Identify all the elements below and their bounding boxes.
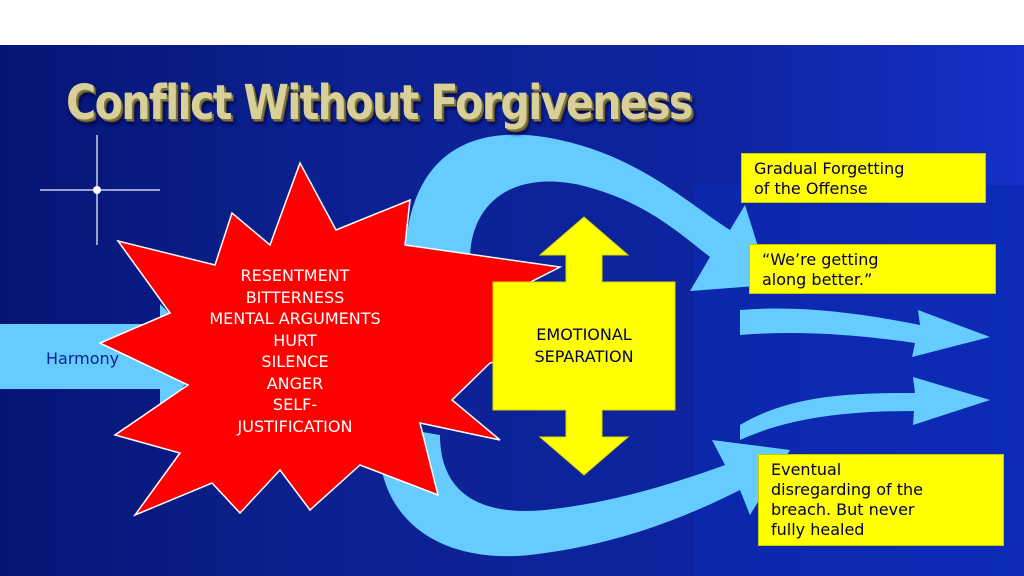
feeling-item: BITTERNESS — [245, 287, 345, 307]
feeling-item: HURT — [273, 330, 317, 350]
feeling-item: SELF- — [272, 395, 318, 414]
feeling-item: ANGER — [266, 373, 324, 393]
outcome-line: breach. But never — [771, 500, 915, 519]
bottom-curved-arrow — [378, 425, 790, 557]
emotional-separation-line: SEPARATION — [534, 347, 634, 366]
outcome-line: disregarding of the — [771, 480, 924, 499]
outcome-line: of the Offense — [754, 179, 868, 198]
slide-title: Conflict Without Forgiveness — [66, 75, 693, 131]
outcome-box-forgetting: Gradual Forgetting of the Offense — [741, 153, 986, 203]
feeling-item: JUSTIFICATION — [237, 416, 353, 436]
sparkle-decoration — [40, 135, 160, 245]
feeling-item: SILENCE — [261, 352, 329, 371]
outcome-line: fully healed — [771, 520, 865, 539]
outcome-line: along better.” — [762, 270, 873, 289]
conflict-feelings-list: RESENTMENT BITTERNESS MENTAL ARGUMENTS H… — [170, 265, 420, 437]
conflict-burst — [98, 161, 563, 517]
slide: Conflict Without Forgiveness Harmony RES… — [0, 45, 1024, 576]
outcome-line: Gradual Forgetting — [754, 159, 905, 178]
outcome-line: “We’re getting — [762, 250, 879, 269]
emotional-separation-shape — [492, 216, 676, 476]
emotional-separation-line: EMOTIONAL — [536, 325, 632, 344]
outcome-box-never-healed: Eventual disregarding of the breach. But… — [758, 454, 1004, 546]
emotional-separation-label: EMOTIONAL SEPARATION — [494, 324, 674, 368]
middle-lower-arrow — [740, 377, 990, 440]
outcome-line: Eventual — [771, 460, 842, 479]
middle-upper-arrow — [740, 308, 990, 357]
feeling-item: RESENTMENT — [240, 266, 350, 285]
top-curved-arrow — [405, 134, 770, 291]
outcome-box-getting-along: “We’re getting along better.” — [749, 244, 996, 294]
harmony-label: Harmony — [46, 349, 120, 368]
feeling-item: MENTAL ARGUMENTS — [209, 309, 381, 328]
diagram-graphics — [0, 134, 990, 557]
